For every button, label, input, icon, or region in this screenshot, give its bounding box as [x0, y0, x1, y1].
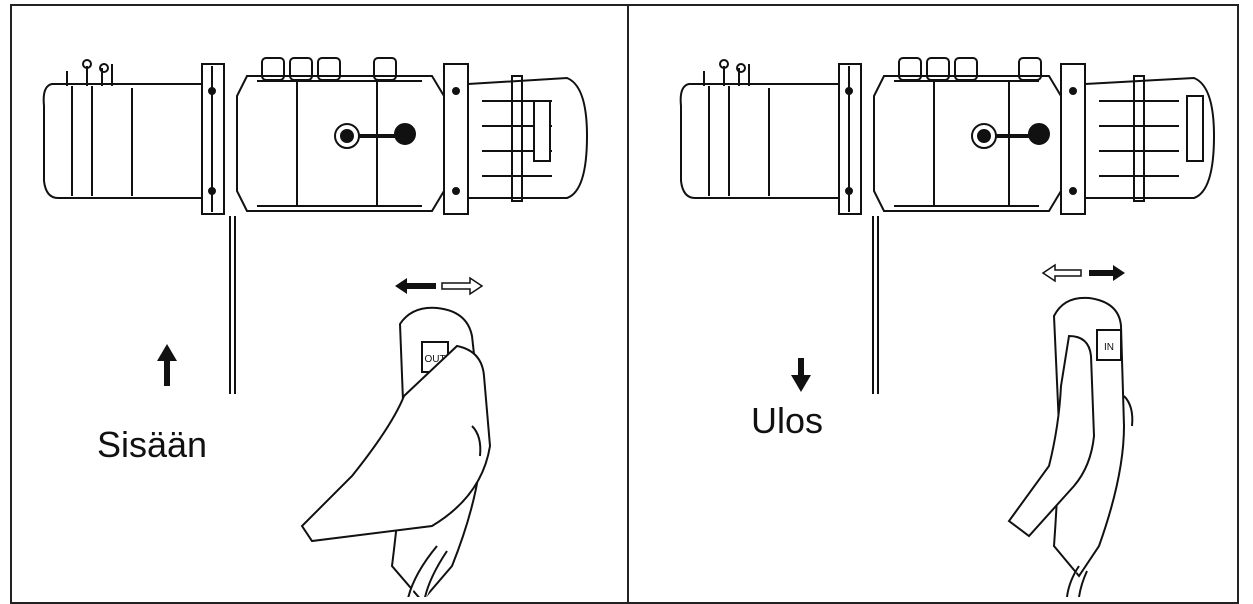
svg-text:OUT: OUT: [424, 354, 445, 365]
remote-control-in-hand: OUT: [300, 306, 492, 597]
panel-left: OUT Sisään: [12, 6, 627, 597]
svg-text:IN: IN: [1104, 342, 1114, 353]
winch-illustration-right: IN: [679, 57, 1216, 597]
direction-label-out: Ulos: [751, 400, 824, 441]
direction-label-in: Sisään: [97, 424, 208, 465]
arrow-left-icon: [1041, 263, 1082, 283]
arrow-right-icon: [441, 276, 484, 296]
arrow-right-icon: [1089, 265, 1125, 281]
arrow-left-icon: [395, 278, 436, 294]
panel-right: IN Ulos: [629, 6, 1244, 597]
arrow-down-icon: [791, 358, 811, 392]
remote-control-in-hand: IN: [1007, 296, 1134, 597]
panel-divider: [627, 4, 629, 604]
arrow-up-icon: [157, 344, 177, 386]
winch-illustration-left: OUT: [42, 57, 589, 597]
